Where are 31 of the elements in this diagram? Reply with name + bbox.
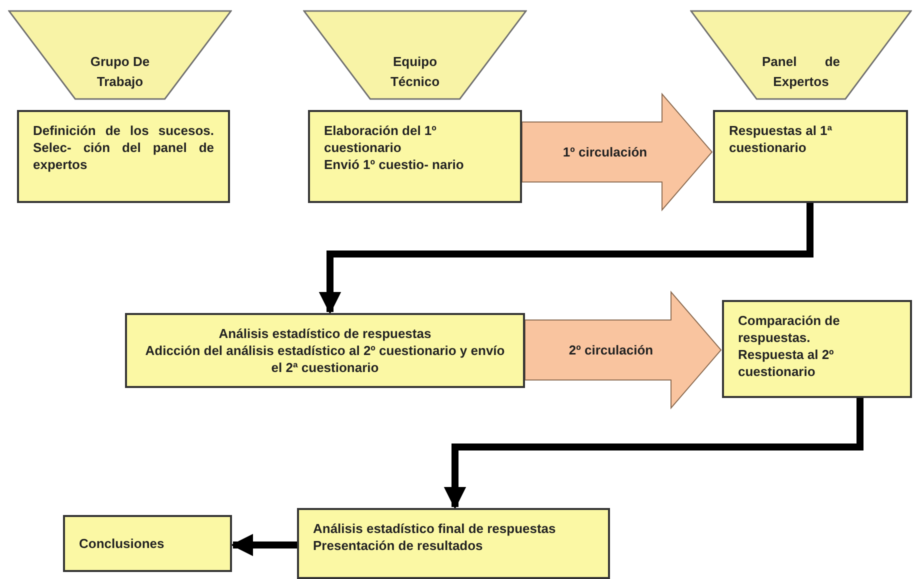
process-box [722,300,912,398]
process-box [63,515,232,572]
process-box [125,313,525,388]
box-text: Presentación de resultados [313,537,484,554]
box-text: Adicción del análisis estadístico al 2º cuestionario y envío el 2ª cuestionario [144,342,506,376]
edge-label: 2º circulación [568,341,654,360]
box-text: Conclusiones [79,535,166,552]
box-text: Elaboración del 1º cuestionario [324,122,438,156]
box-text: Respuestas al 1ª cuestionario [729,122,834,156]
process-box [297,508,610,579]
process-box [713,110,908,203]
block-arrow [524,290,722,410]
box-text: Envió 1º cuestio- nario [324,156,465,173]
trapezoid-header [303,10,527,100]
edge-label: 1º circulación [562,143,648,162]
header-text: Grupo De Trabajo [89,53,151,91]
box-text: Respuesta al 2º cuestionario [738,346,835,380]
process-box [308,110,522,203]
box-text: Definición de los sucesos. Selec- ción del panel de expertos [33,122,214,173]
arrow [230,534,297,556]
header-text: Panel de Expertos [762,53,840,91]
box-text: Análisis estadístico de respuestas [218,325,432,342]
header-text: Equipo Técnico [389,53,441,91]
arrow [444,398,864,510]
box-text: Comparación de respuestas. [738,312,841,346]
process-box [17,110,230,203]
box-text: Análisis estadístico final de respuestas [313,520,557,537]
trapezoid-header [690,10,912,100]
block-arrow [522,92,713,212]
arrow [318,203,814,314]
trapezoid-header [8,10,232,100]
